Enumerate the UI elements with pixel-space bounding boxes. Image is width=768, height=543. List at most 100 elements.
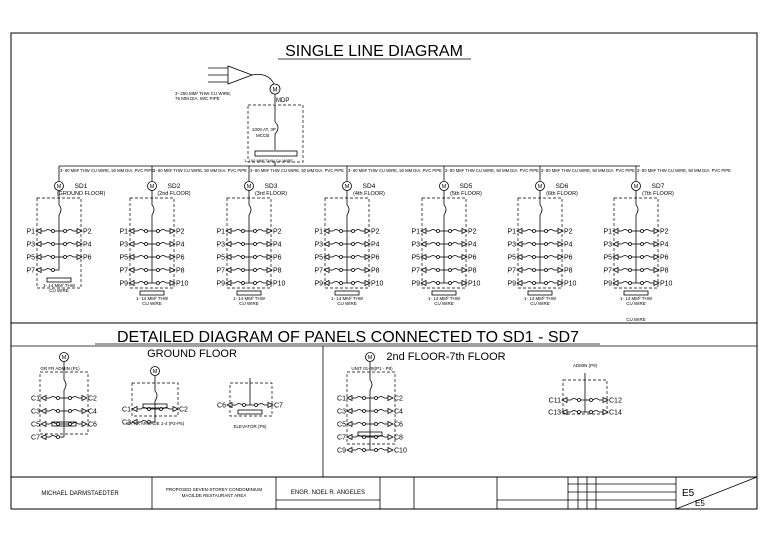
sd-circuit-arrow-right	[266, 253, 273, 261]
sd-circuit-arrow-left	[612, 253, 619, 261]
sd-circuit-breaker-right	[640, 255, 644, 259]
sd-circuit-breaker-right	[448, 268, 452, 272]
sd-circuit-breaker-left	[339, 242, 343, 246]
sd-circuit-arrow-left	[420, 279, 427, 287]
sd-circuit-label-left: P3	[507, 242, 516, 249]
service-wire-label-1: 3- 250 MM² THW CU WIRE,	[175, 91, 231, 96]
sd-circuit-breaker-left	[532, 268, 536, 272]
detail-circuit-breaker-left	[362, 435, 366, 439]
sd-circuit-label-left: P9	[216, 281, 225, 288]
sd-circuit-label-right: P6	[83, 255, 92, 262]
sd-circuit-arrow-right	[557, 266, 564, 274]
detail-circuit-arrow-right	[387, 433, 394, 441]
sd-panel-7: 3- 80 MM² THW CU WIRE, 50 MM DIA. PVC PI…	[603, 166, 731, 306]
sd-circuit-arrow-left	[420, 266, 427, 274]
sd-circuit-breaker-right	[156, 242, 160, 246]
detail-circuit-label-left: C3	[337, 409, 346, 416]
detail-circuit-arrow-left	[346, 420, 353, 428]
detail-circuit-breaker-left	[56, 409, 60, 413]
sd-circuit-breaker-left	[241, 242, 245, 246]
detail-circuit-label-left: C3	[122, 420, 131, 427]
sd-circuit-breaker-left	[436, 268, 440, 272]
sd-circuit-label-left: P7	[216, 268, 225, 275]
sd-circuit-breaker-right	[351, 255, 355, 259]
detail-circuit-arrow-right	[602, 408, 609, 416]
sd-wire-label-2: CU WIRE	[530, 301, 550, 306]
sd-circuit-label-right: P4	[273, 242, 282, 249]
sd-name: SD7	[652, 183, 665, 190]
detail-circuit-label-left: C13	[548, 410, 561, 417]
sd-circuit-label-left: P5	[216, 255, 225, 262]
sd-ground-bar	[139, 290, 165, 296]
sd-circuit-breaker-left	[144, 229, 148, 233]
sd-feeder-label: 3- 80 MM² THW CU WIRE, 50 MM DIA. PVC PI…	[250, 168, 344, 173]
sd-floor: (3rd FLOOR)	[255, 191, 287, 197]
sd-circuit-breaker-left	[144, 281, 148, 285]
sd-panel-4: 3- 80 MM² THW CU WIRE, 50 MM DIA. PVC PI…	[314, 166, 442, 306]
sd-circuit-label-right: P10	[660, 281, 673, 288]
sd-circuit-label-right: P4	[660, 242, 669, 249]
sd-feeder-label: 3- 80 MM² THW CU WIRE, 50 MM DIA. PVC PI…	[637, 168, 731, 173]
sd-wire-label-2: CU WIRE	[434, 301, 454, 306]
sd-circuit-arrow-left	[225, 253, 232, 261]
sd-circuit-breaker-right	[448, 281, 452, 285]
sd-feeder-label: 3- 80 MM² THW CU WIRE, 50 MM DIA. PVC PI…	[348, 168, 442, 173]
detail-ground-bar	[142, 403, 168, 409]
sd-circuit-breaker-left	[628, 268, 632, 272]
detail-meter-symbol-letter: M	[368, 355, 373, 361]
sd-circuit-arrow-right	[364, 279, 371, 287]
sd-circuit-breaker-right	[544, 281, 548, 285]
detail-circuit-breaker-right	[68, 409, 72, 413]
sd-circuit-label-right: P10	[273, 281, 286, 288]
detail-circuit-label-left: C5	[31, 422, 40, 429]
detail-circuit-breaker-right	[374, 409, 378, 413]
sd-circuit-label-right: P2	[564, 229, 573, 236]
sd-circuit-label-left: P1	[603, 229, 612, 236]
sd-circuit-breaker-right	[253, 229, 257, 233]
sd-circuit-label-left: P1	[26, 229, 35, 236]
sd-panel-enclosure	[226, 197, 272, 289]
sd-feeder-label: 3- 80 MM² THW CU WIRE, 50 MM DIA. PVC PI…	[445, 168, 539, 173]
sd-circuit-label-right: P6	[371, 255, 380, 262]
sd-circuit-breaker-right	[640, 281, 644, 285]
sd-circuit-arrow-left	[225, 240, 232, 248]
detail-meter-symbol-letter: M	[62, 355, 67, 361]
detail-circuit-label-left: C3	[31, 409, 40, 416]
sd-feeder-label: 3- 80 MM² THW CU WIRE, 50 MM DIA. PVC PI…	[153, 168, 247, 173]
project-title-1: PROPOSED SEVEN-STOREY CONDOMINIUM	[166, 487, 263, 492]
sd-circuit-arrow-left	[323, 253, 330, 261]
sd-circuit-label-right: P8	[273, 268, 282, 275]
sd-circuit-arrow-left	[516, 266, 523, 274]
sd-circuit-label-right: P2	[468, 229, 477, 236]
sd-circuit-breaker-right	[448, 242, 452, 246]
sd-name: SD3	[265, 183, 278, 190]
detail-circuit-label-right: C12	[609, 398, 622, 405]
sd-circuit-breaker-left	[241, 229, 245, 233]
sd-circuit-label-left: P1	[216, 229, 225, 236]
sd-circuit-arrow-left	[35, 240, 42, 248]
detail-circuit-breaker-right	[68, 396, 72, 400]
sd-panel-5: 3- 80 MM² THW CU WIRE, 50 MM DIA. PVC PI…	[411, 166, 539, 306]
sd-circuit-breaker-right	[448, 255, 452, 259]
sd-circuit-label-right: P2	[660, 229, 669, 236]
detail-circuit-breaker-left	[147, 407, 151, 411]
sd-circuit-breaker-left	[532, 281, 536, 285]
detail-circuit-label-right: C6	[88, 422, 97, 429]
detail-circuit-label-left: C5	[337, 422, 346, 429]
detail-circuit-label-left: C1	[337, 396, 346, 403]
sd-circuit-arrow-left	[516, 279, 523, 287]
mdp-bus-bar	[254, 150, 298, 157]
upper-floor-title: 2nd FLOOR-7th FLOOR	[386, 351, 505, 363]
detail-circuit-label-right: C14	[609, 410, 622, 417]
sd-circuit-label-right: P8	[468, 268, 477, 275]
sd-circuit-label-left: P5	[603, 255, 612, 262]
sd-circuit-arrow-right	[266, 240, 273, 248]
sd-circuit-arrow-left	[225, 266, 232, 274]
title-block	[151, 476, 758, 510]
sd-circuit-arrow-right	[169, 253, 176, 261]
sd-wire-label: 1- 14 MM² THW	[233, 296, 266, 301]
sd-circuit-arrow-left	[516, 227, 523, 235]
